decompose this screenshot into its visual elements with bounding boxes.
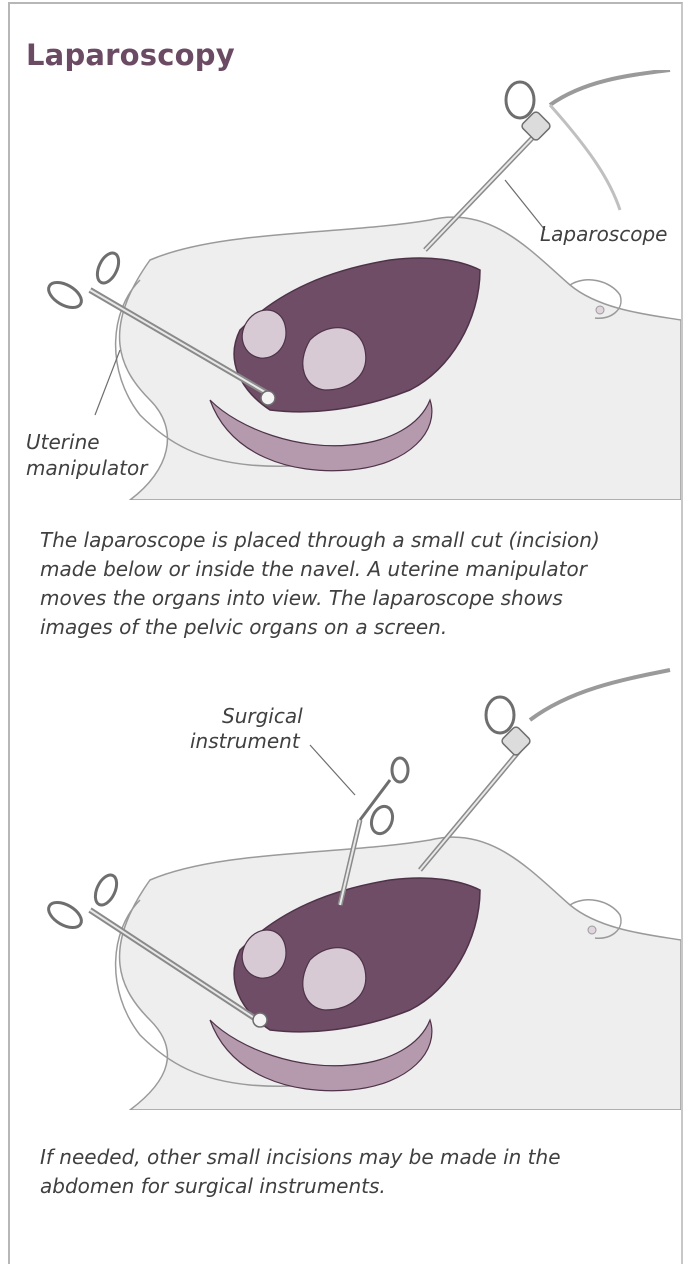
manipulator-tip [261,391,275,405]
leader-manipulator [95,350,120,415]
manipulator-tip [253,1013,267,1027]
nipple [588,926,596,934]
figure-title: Laparoscopy [26,38,235,72]
manipulator-handle-1 [44,277,85,312]
laparoscope-cable [550,70,670,105]
laparoscopy-illustration-2 [10,640,681,1110]
laparoscope-label: Laparoscope [540,222,667,247]
instrument-handle-2 [392,758,408,782]
caption-2: If needed, other small incisions may be … [40,1143,660,1201]
leader-laparoscope [505,180,545,230]
nipple [596,306,604,314]
caption-1-line: images of the pelvic organs on a screen. [40,613,660,642]
manipulator-handle-2 [91,872,121,909]
uterine-manipulator-label-line1: Uterine [26,430,100,455]
instrument-handle-1 [368,803,396,836]
surgical-instrument-label-line1: Surgical [222,704,303,729]
laparoscopy-illustration-1 [10,70,681,500]
caption-1-line: The laparoscope is placed through a smal… [40,526,660,555]
caption-1-line: moves the organs into view. The laparosc… [40,584,660,613]
caption-1: The laparoscope is placed through a smal… [40,526,660,642]
laparoscope-ring [506,82,534,118]
surgical-instrument-label-line2: instrument [190,729,300,754]
manipulator-handle-1 [44,897,85,932]
uterine-manipulator-label-line2: manipulator [26,456,147,481]
leader-surgical-instrument [310,745,355,795]
caption-1-line: made below or inside the navel. A uterin… [40,555,660,584]
caption-2-line: If needed, other small incisions may be … [40,1143,660,1172]
laparoscope-cable [530,670,670,720]
manipulator-handle-2 [93,250,123,287]
laparoscope-ring [486,697,514,733]
caption-2-line: abdomen for surgical instruments. [40,1172,660,1201]
